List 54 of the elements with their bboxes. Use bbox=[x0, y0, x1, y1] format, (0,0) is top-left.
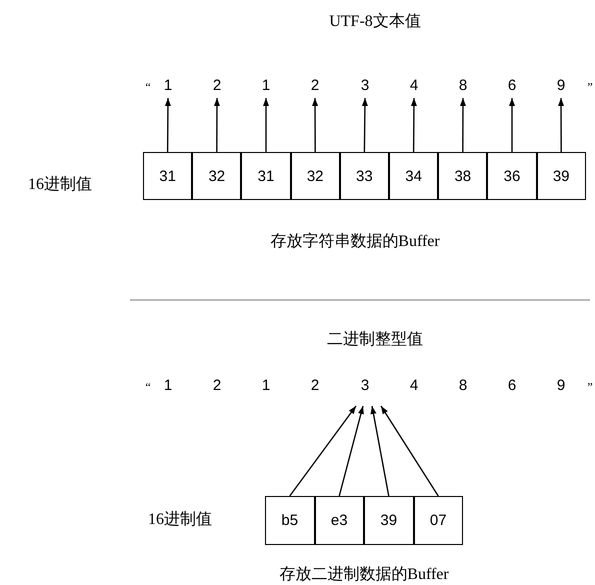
heading: UTF-8文本值 bbox=[329, 13, 421, 30]
arrow bbox=[558, 98, 564, 152]
heading: 二进制整型值 bbox=[327, 331, 423, 348]
quote-mark: ” bbox=[586, 379, 594, 396]
digit-text: 4 bbox=[404, 76, 424, 96]
hex-cell: 39 bbox=[364, 496, 414, 545]
hex-cell: 39 bbox=[536, 152, 586, 200]
arrow bbox=[410, 98, 417, 152]
arrow bbox=[362, 98, 368, 152]
hex-cell: 31 bbox=[143, 152, 192, 200]
hex-cell: 33 bbox=[340, 152, 389, 200]
arrow bbox=[509, 98, 515, 152]
digit-text: 1 bbox=[256, 76, 276, 96]
arrow bbox=[289, 406, 357, 496]
arrow bbox=[338, 406, 364, 496]
arrow bbox=[460, 98, 466, 152]
digit-text: 2 bbox=[212, 376, 222, 396]
hex-cell: 32 bbox=[290, 152, 340, 200]
digit-text: 6 bbox=[502, 76, 522, 96]
digit-text: 1 bbox=[158, 76, 178, 96]
digit-text: 2 bbox=[207, 76, 227, 96]
digit-text: 8 bbox=[458, 376, 468, 396]
hex-cell: 36 bbox=[487, 152, 537, 200]
digit-text: 1 bbox=[260, 376, 272, 396]
row-label: 16进制值 bbox=[28, 175, 92, 195]
digit-text: 3 bbox=[360, 376, 370, 396]
digit-text: 2 bbox=[305, 76, 325, 96]
arrow bbox=[263, 98, 269, 152]
arrow bbox=[370, 406, 390, 496]
digit-text: 9 bbox=[551, 76, 571, 96]
hex-cell: b5 bbox=[265, 496, 314, 545]
hex-cell: 07 bbox=[414, 496, 463, 545]
arrow bbox=[164, 98, 171, 152]
hex-cell: e3 bbox=[314, 496, 364, 545]
digit-text: 6 bbox=[506, 376, 518, 396]
digit-text: 3 bbox=[355, 76, 375, 96]
caption: 存放字符串数据的Buffer bbox=[270, 233, 440, 250]
digit-text: 1 bbox=[162, 376, 174, 396]
arrow bbox=[214, 98, 220, 152]
arrow bbox=[312, 98, 318, 152]
hex-cell: 34 bbox=[389, 152, 438, 200]
arrow bbox=[380, 406, 439, 496]
digit-text: 9 bbox=[556, 376, 566, 396]
quote-mark: ” bbox=[587, 80, 593, 94]
quote-mark: “ bbox=[145, 80, 151, 94]
digit-text: 4 bbox=[408, 376, 420, 396]
hex-cell: 31 bbox=[241, 152, 291, 200]
caption: 存放二进制数据的Buffer bbox=[279, 566, 449, 583]
quote-mark: “ bbox=[144, 379, 152, 396]
digit-text: 8 bbox=[453, 76, 473, 96]
hex-cell: 32 bbox=[192, 152, 242, 200]
hex-cell: 38 bbox=[438, 152, 488, 200]
row-label: 16进制值 bbox=[148, 510, 212, 530]
digit-text: 2 bbox=[310, 376, 320, 396]
